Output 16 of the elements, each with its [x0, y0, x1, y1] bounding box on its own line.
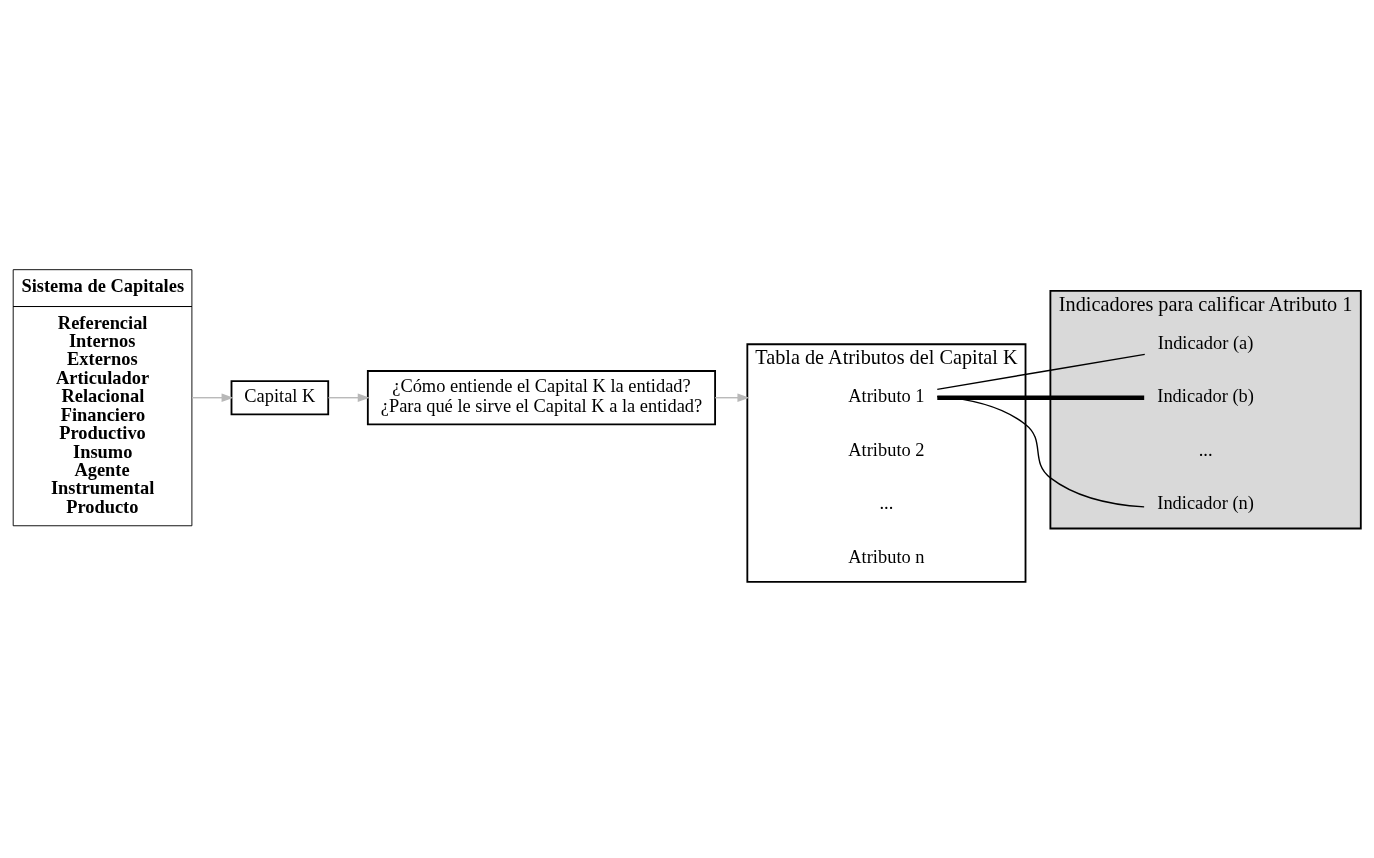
- node-text: ...: [879, 492, 894, 513]
- node-text: Atributo 2: [848, 439, 925, 460]
- arrow: [327, 393, 370, 402]
- connector: [936, 353, 1146, 390]
- arrow: [714, 393, 750, 402]
- node-text: Atributo 1: [848, 385, 925, 406]
- node-text: ...: [1198, 439, 1213, 460]
- connector: [937, 394, 1145, 400]
- node-text: Indicador (a): [1157, 332, 1254, 353]
- node-box: Capital K: [230, 379, 330, 415]
- node-text: Indicador (b): [1157, 385, 1254, 406]
- connector: [936, 395, 1145, 508]
- arrow: [191, 393, 234, 402]
- node-text: Atributo n: [848, 546, 925, 567]
- node-text: Indicador (n): [1157, 492, 1254, 513]
- node-box: ¿Cómo entiende el Capital K la entidad? ¿Para qué le sirve el Capital K a la entidad?: [366, 369, 716, 425]
